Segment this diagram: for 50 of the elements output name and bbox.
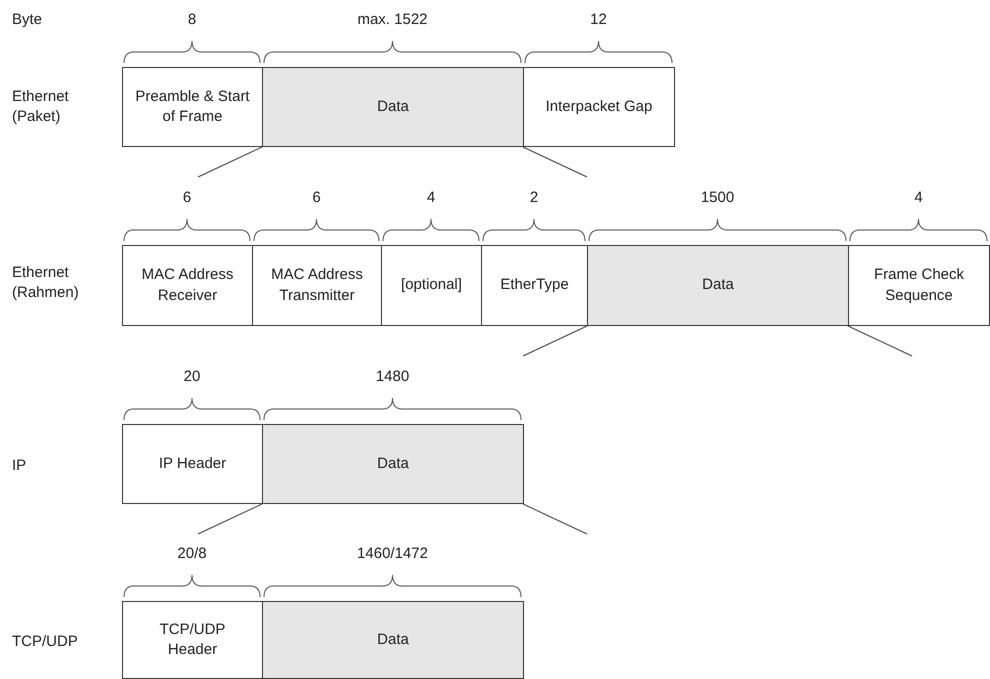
field-box <box>122 601 263 679</box>
field-box <box>122 245 253 326</box>
field-label: Interpacket Gap <box>544 96 654 117</box>
byte-count: 2 <box>528 189 540 206</box>
row-label: Byte <box>12 10 44 30</box>
byte-count: 6 <box>311 189 322 206</box>
field-box <box>262 67 524 147</box>
byte-count: 1500 <box>700 189 736 206</box>
byte-count: 12 <box>589 11 608 28</box>
field-box <box>122 67 263 147</box>
byte-count: 20/8 <box>176 545 208 562</box>
field-box <box>848 245 990 326</box>
byte-count: 1480 <box>374 368 410 385</box>
expansion-line <box>198 146 262 178</box>
byte-count: 6 <box>182 189 192 206</box>
field-box <box>523 67 675 147</box>
field-label: EtherType <box>499 275 570 296</box>
expansion-line <box>522 504 588 534</box>
field-label: Frame Check Sequence <box>872 265 966 306</box>
field-label: Data <box>376 630 410 650</box>
expansion-line <box>522 326 588 356</box>
byte-count: 4 <box>913 189 924 206</box>
field-box <box>587 245 849 326</box>
byte-count: 1460/1472 <box>356 545 429 562</box>
field-label: MAC Address Receiver <box>140 265 234 306</box>
byte-count: 8 <box>186 11 198 28</box>
field-label: IP Header <box>158 454 228 474</box>
row-label: IP <box>12 456 28 476</box>
row-label: Ethernet (Rahmen) <box>12 263 80 304</box>
row-label: TCP/UDP <box>12 632 79 652</box>
byte-count: 4 <box>426 189 436 206</box>
field-label: TCP/UDP Header <box>158 620 226 660</box>
field-box <box>262 601 524 679</box>
expansion-line <box>848 326 912 356</box>
byte-count: 20 <box>182 368 202 385</box>
expansion-line <box>522 146 588 178</box>
field-label: Data <box>701 275 735 296</box>
field-box <box>481 245 588 326</box>
field-box <box>122 424 263 504</box>
field-label: MAC Address Transmitter <box>270 265 364 306</box>
expansion-line <box>198 504 262 534</box>
field-box <box>381 245 482 326</box>
byte-count: max. 1522 <box>356 11 429 28</box>
field-box <box>252 245 382 326</box>
field-label: Data <box>376 96 410 117</box>
field-box <box>262 424 524 504</box>
field-label: Data <box>376 454 410 474</box>
field-label: [optional] <box>400 275 463 296</box>
row-label: Ethernet (Paket) <box>12 87 70 128</box>
field-label: Preamble & Start of Frame <box>134 86 251 127</box>
